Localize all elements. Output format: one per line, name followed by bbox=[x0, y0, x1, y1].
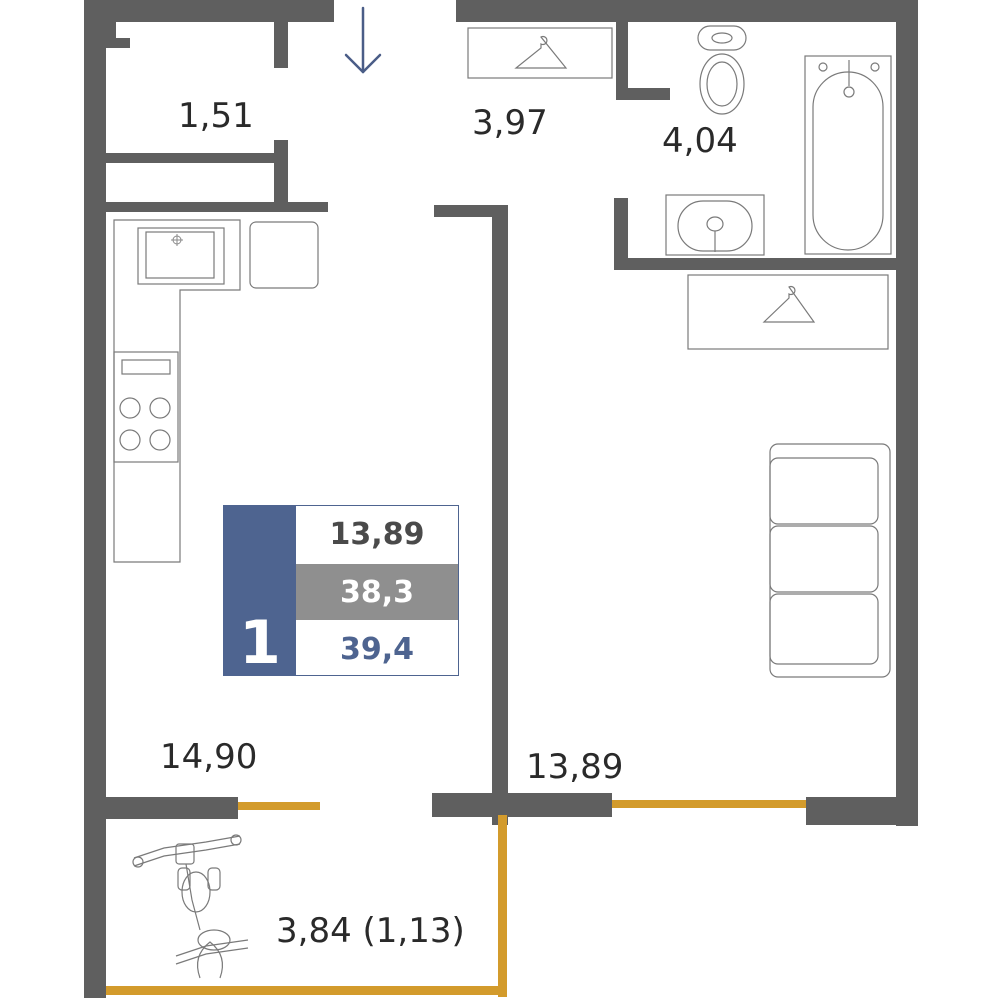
windows bbox=[106, 800, 806, 997]
stove-icon bbox=[113, 351, 179, 463]
bathtub-icon bbox=[804, 55, 892, 255]
exercise-bike-icon bbox=[132, 834, 249, 979]
room-area-bathroom: 4,04 bbox=[662, 121, 738, 161]
hanger-icon bbox=[514, 35, 568, 69]
room-area-kitchen: 14,90 bbox=[160, 737, 257, 777]
room-area-storage: 1,51 bbox=[178, 96, 254, 136]
kitchen-counter bbox=[113, 219, 319, 563]
full-area-value: 39,4 bbox=[339, 631, 415, 667]
room-area-balcony: 3,84 (1,13) bbox=[276, 911, 465, 951]
sink-icon bbox=[665, 194, 765, 256]
entrance-arrow-icon bbox=[344, 6, 382, 74]
hallway-wardrobe bbox=[467, 27, 613, 79]
living-area-value: 13,89 bbox=[329, 516, 425, 552]
rooms-count: 1 bbox=[239, 608, 281, 678]
room-area-bedroom: 13,89 bbox=[526, 747, 623, 787]
walls bbox=[84, 0, 918, 998]
room-areas: 1,51 3,97 4,04 14,90 13,89 3,84 (1,13) bbox=[160, 96, 738, 951]
sofa-icon bbox=[769, 443, 891, 678]
bedroom-wardrobe bbox=[687, 274, 889, 350]
apartment-summary-card: 1 13,89 38,3 39,4 bbox=[223, 505, 459, 676]
rooms-count-cell: 1 bbox=[224, 506, 296, 675]
room-area-hallway: 3,97 bbox=[472, 103, 548, 143]
toilet-icon bbox=[697, 25, 747, 115]
hanger-icon bbox=[762, 285, 816, 323]
total-area-value: 38,3 bbox=[296, 564, 458, 620]
